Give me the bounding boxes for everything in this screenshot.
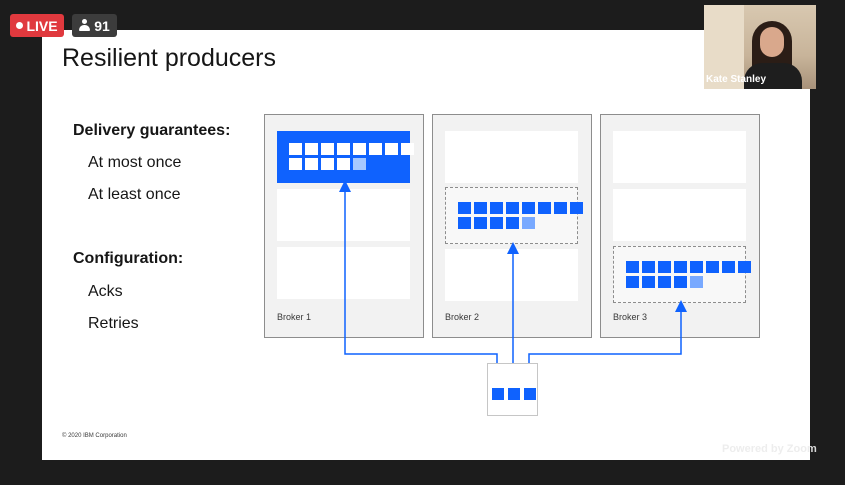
message-block <box>337 158 350 170</box>
presenter-name: Kate Stanley <box>706 74 767 85</box>
message-block <box>674 276 687 288</box>
video-background <box>704 5 744 89</box>
message-block <box>289 158 302 170</box>
message-block <box>474 217 487 229</box>
message-block <box>401 143 414 155</box>
message-block <box>337 143 350 155</box>
delivery-item: At most once <box>88 154 182 171</box>
message-block <box>690 261 703 273</box>
producer-message-block <box>508 388 520 400</box>
message-grid <box>458 202 583 229</box>
producer-message-block <box>524 388 536 400</box>
message-block <box>321 143 334 155</box>
partition-slot <box>613 131 746 183</box>
replica-partition <box>613 246 751 303</box>
replica-partition <box>445 187 583 244</box>
message-block <box>474 202 487 214</box>
broker-2: Broker 2 <box>432 114 592 338</box>
viewer-count-badge[interactable]: 91 <box>72 14 117 37</box>
partition-slot <box>277 189 410 241</box>
message-block <box>538 202 551 214</box>
message-block <box>674 261 687 273</box>
message-block <box>458 217 471 229</box>
live-label: LIVE <box>26 17 58 34</box>
message-block <box>642 261 655 273</box>
delivery-item: At least once <box>88 186 181 203</box>
message-block <box>385 143 398 155</box>
message-block <box>506 217 519 229</box>
message-block <box>305 158 318 170</box>
video-presenter-face <box>760 27 784 57</box>
message-block <box>490 217 503 229</box>
producer <box>487 363 538 416</box>
message-block <box>353 143 366 155</box>
config-item: Acks <box>88 283 123 300</box>
live-dot-icon <box>16 22 24 29</box>
config-heading: Configuration: <box>73 250 184 267</box>
message-grid <box>289 143 414 170</box>
config-item: Retries <box>88 315 139 332</box>
broker-label: Broker 2 <box>445 312 480 322</box>
message-block <box>706 261 719 273</box>
live-badge: LIVE <box>10 14 64 37</box>
message-block <box>458 202 471 214</box>
delivery-heading: Delivery guarantees: <box>73 122 231 139</box>
producer-message-block <box>492 388 504 400</box>
slide-title: Resilient producers <box>62 44 276 72</box>
copyright: © 2020 IBM Corporation <box>62 433 127 439</box>
arrow-to-broker-3 <box>528 300 687 385</box>
message-block <box>658 261 671 273</box>
message-block <box>738 261 751 273</box>
message-block <box>289 143 302 155</box>
message-block <box>506 202 519 214</box>
message-block <box>490 202 503 214</box>
message-block <box>321 158 334 170</box>
leader-partition <box>277 131 414 183</box>
message-block <box>626 261 639 273</box>
incoming-message-block <box>353 158 366 170</box>
message-block <box>722 261 735 273</box>
partition-slot <box>445 131 578 183</box>
broker-label: Broker 1 <box>277 312 312 322</box>
message-block <box>642 276 655 288</box>
message-block <box>626 276 639 288</box>
message-block <box>554 202 567 214</box>
viewer-count: 91 <box>94 17 110 34</box>
message-block <box>522 202 535 214</box>
presentation-slide: Resilient producers Delivery guarantees:… <box>42 30 810 460</box>
broker-label: Broker 3 <box>613 312 648 322</box>
presenter-video[interactable]: Kate Stanley <box>704 5 816 89</box>
incoming-message-block <box>690 276 703 288</box>
message-block <box>369 143 382 155</box>
message-block <box>658 276 671 288</box>
incoming-message-block <box>522 217 535 229</box>
broker-1: Broker 1 <box>264 114 424 338</box>
connection-arrows <box>339 180 687 385</box>
message-block <box>305 143 318 155</box>
partition-slot <box>613 189 746 241</box>
partition-slot <box>277 247 410 299</box>
powered-by-watermark: Powered by Zoom <box>722 443 817 455</box>
person-icon <box>79 19 91 32</box>
message-grid <box>626 261 751 288</box>
arrow-to-broker-1 <box>339 180 498 385</box>
partition-slot <box>445 249 578 301</box>
video-presenter-body <box>744 63 802 89</box>
message-block <box>570 202 583 214</box>
